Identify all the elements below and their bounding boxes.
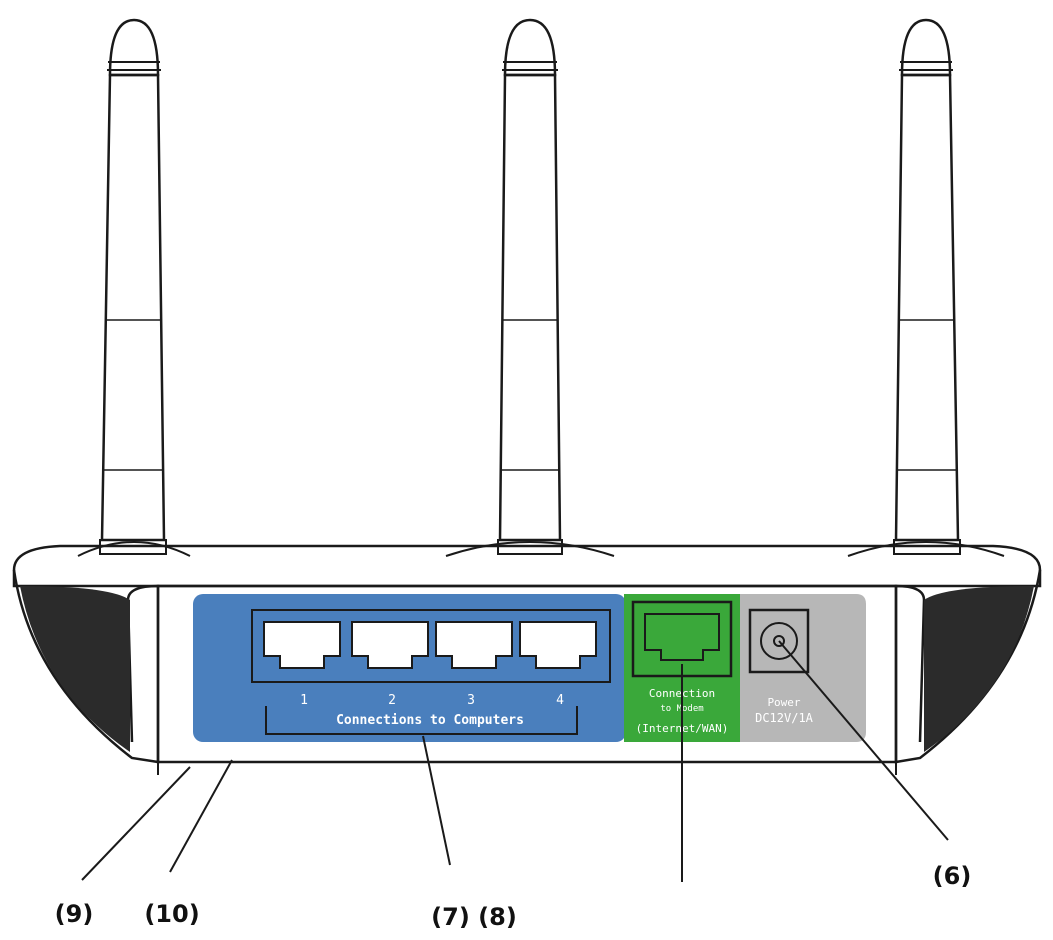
callout-label-left-edge: (9) (55, 900, 94, 928)
antenna-right (893, 18, 961, 555)
callout-label-power-jack: (6) (933, 862, 972, 890)
lan-port-2 (351, 621, 429, 669)
antenna-center (497, 18, 563, 555)
callout-lines (81, 640, 949, 882)
power-jack (760, 622, 798, 660)
lan-port-number-1: 1 (300, 693, 308, 708)
lan-ports (263, 621, 597, 669)
lan-port-1 (263, 621, 341, 669)
lan-caption: Connections to Computers (336, 713, 524, 728)
lan-port-number-4: 4 (556, 693, 564, 708)
antenna-left (99, 18, 167, 555)
lan-port-3 (435, 621, 513, 669)
power-label-line2: DC12V/1A (755, 711, 814, 725)
wan-port (644, 613, 720, 661)
lan-port-4 (519, 621, 597, 669)
lan-port-number-2: 2 (388, 693, 396, 708)
router-body (12, 541, 1042, 775)
callout-label-panel-left: (10) (144, 900, 199, 928)
power-label-line1: Power (767, 696, 800, 709)
callout-label-lan-ports: (7) (8) (431, 903, 517, 931)
lan-port-number-3: 3 (467, 693, 475, 708)
